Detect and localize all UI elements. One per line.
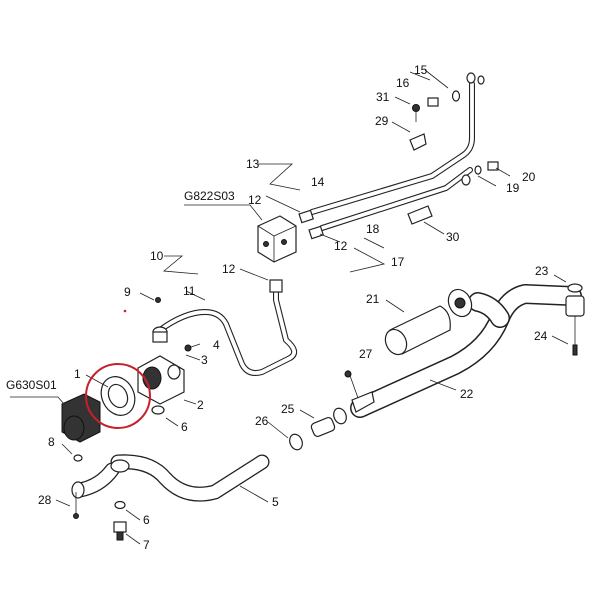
callout-11: 11 xyxy=(183,284,196,298)
highlight-circle xyxy=(85,363,151,429)
return-pipe-14 xyxy=(309,81,475,215)
callout-25: 25 xyxy=(281,402,295,416)
callout-23: 23 xyxy=(535,264,549,278)
valve-block-g822s03 xyxy=(257,215,297,263)
callout-27: 27 xyxy=(359,347,373,361)
hose-25 xyxy=(289,407,347,451)
suction-hose-5 xyxy=(71,454,270,502)
callout-17: 17 xyxy=(391,255,405,269)
callout-31: 31 xyxy=(376,90,390,104)
suction-filter-21 xyxy=(384,288,473,356)
bolt-28 xyxy=(73,492,79,519)
callout-19: 19 xyxy=(506,181,520,195)
callout-1: 1 xyxy=(74,367,81,381)
callout-15: 15 xyxy=(414,63,428,77)
red-dot-marker xyxy=(123,309,127,313)
callout-9: 9 xyxy=(124,285,131,299)
callout-24: 24 xyxy=(534,329,548,343)
o-ring-6-upper xyxy=(151,405,165,415)
callout-12-upper: 12 xyxy=(248,193,262,207)
callout-28: 28 xyxy=(38,493,52,507)
callout-30: 30 xyxy=(446,230,460,244)
callout-26: 26 xyxy=(255,414,269,428)
fittings-12-upper xyxy=(298,209,325,240)
callout-22: 22 xyxy=(460,387,474,401)
callout-6-lower: 6 xyxy=(143,513,150,527)
callout-20: 20 xyxy=(522,170,536,184)
callout-4: 4 xyxy=(213,338,220,352)
callout-5: 5 xyxy=(272,495,279,509)
callout-16: 16 xyxy=(396,76,410,90)
gasket-1 xyxy=(100,376,136,416)
callout-3: 3 xyxy=(201,353,208,367)
callout-12-lower: 12 xyxy=(222,262,236,276)
suction-pipe-22 xyxy=(350,284,582,418)
callout-8: 8 xyxy=(48,435,55,449)
clip-30 xyxy=(407,205,433,225)
pipe-mount-23-24 xyxy=(565,283,585,356)
fittings-19-20 xyxy=(461,161,499,186)
callout-21: 21 xyxy=(366,292,380,306)
callout-13: 13 xyxy=(246,157,260,171)
bolt-9 xyxy=(155,297,161,303)
callout-6-upper: 6 xyxy=(181,420,188,434)
o-ring-8 xyxy=(73,454,83,462)
pump-g630s01 xyxy=(61,393,101,443)
return-pipe-18 xyxy=(319,167,473,231)
pipe-clamp-27 xyxy=(344,369,375,413)
fitting-6-7-lower xyxy=(113,500,127,541)
callout-7: 7 xyxy=(143,538,150,552)
clip-29 xyxy=(409,133,427,151)
fitting-12-mid xyxy=(269,279,283,293)
pressure-pipe-11 xyxy=(157,283,298,376)
callout-29: 29 xyxy=(375,114,389,128)
leader-lines xyxy=(10,69,569,545)
callout-2: 2 xyxy=(197,398,204,412)
callout-12-right: 12 xyxy=(334,239,348,253)
callout-18: 18 xyxy=(366,222,380,236)
ref-label-g630s01: G630S01 xyxy=(6,378,57,392)
pipe-fittings-16-31 xyxy=(412,72,485,122)
fitting-3-4 xyxy=(152,326,201,352)
callout-10: 10 xyxy=(150,249,164,263)
callout-14: 14 xyxy=(311,175,325,189)
ref-label-g822s03: G822S03 xyxy=(184,189,235,203)
